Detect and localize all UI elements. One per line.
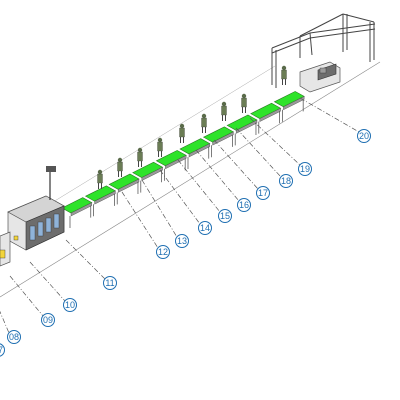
- callout-19: 19: [298, 162, 312, 176]
- conveyor-segment: [226, 114, 258, 146]
- callout-label: 10: [65, 300, 75, 310]
- operator-figure: [221, 101, 227, 121]
- callout-label: 12: [158, 247, 168, 257]
- callout-08: 08: [7, 330, 21, 344]
- callout-label: 19: [300, 164, 310, 174]
- callout-label: 08: [9, 332, 19, 342]
- operator-figure: [179, 123, 185, 143]
- operator-figure: [97, 169, 103, 189]
- leader-line-20: [299, 97, 360, 133]
- callout-label: 20: [359, 131, 369, 141]
- callout-label: 16: [239, 200, 249, 210]
- callout-20: 20: [357, 129, 371, 143]
- leader-line-10: [29, 261, 66, 302]
- callout-label: 11: [105, 278, 114, 288]
- leader-line-18: [235, 127, 282, 178]
- callout-12: 12: [156, 245, 170, 259]
- floor-back-line: [39, 65, 276, 211]
- leader-line-19: [249, 117, 301, 166]
- conveyor-segment: [61, 197, 93, 228]
- leader-line-17: [213, 139, 259, 190]
- leader-line-14: [159, 169, 201, 225]
- callout-bubbles: 20 19 18 17 16 15 14 13 12 11 10 09 08 07: [0, 129, 371, 357]
- leader-lines: [0, 97, 360, 334]
- operator-figure: [201, 113, 207, 133]
- callout-11: 11: [103, 276, 117, 290]
- operator-figure: [281, 65, 287, 85]
- leader-line-16: [195, 149, 240, 202]
- leader-line-09: [9, 275, 44, 317]
- callout-label: 17: [258, 188, 268, 198]
- callout-label: 14: [200, 223, 210, 233]
- leader-line-12: [121, 191, 159, 249]
- conveyor-segment: [202, 126, 235, 158]
- operator-figure: [157, 137, 163, 157]
- callout-07: 07: [0, 343, 5, 357]
- conveyor-segment: [273, 91, 305, 122]
- conveyor-segment: [132, 161, 164, 193]
- callout-10: 10: [63, 298, 77, 312]
- conveyor-sections: [61, 91, 305, 228]
- end-machine: [299, 61, 341, 93]
- conveyor-segment: [179, 138, 211, 169]
- gantry-frame: [271, 13, 376, 88]
- start-machine: [0, 166, 65, 267]
- operator-figure: [117, 157, 123, 177]
- conveyor-segment: [108, 173, 140, 205]
- callout-16: 16: [237, 198, 251, 212]
- operators: [97, 65, 287, 189]
- callout-18: 18: [279, 174, 293, 188]
- leader-line-13: [141, 179, 178, 238]
- callout-label: 13: [177, 236, 187, 246]
- callout-14: 14: [198, 221, 212, 235]
- callout-17: 17: [256, 186, 270, 200]
- conveyor-segment: [84, 185, 117, 217]
- callout-15: 15: [218, 209, 232, 223]
- leader-line-08: [0, 310, 10, 334]
- callout-13: 13: [175, 234, 189, 248]
- floor-edge-line: [0, 61, 381, 298]
- callout-label: 15: [220, 211, 230, 221]
- conveyor-segment: [250, 102, 282, 134]
- operator-figure: [137, 147, 143, 167]
- leader-line-15: [177, 159, 221, 213]
- callout-label: 07: [0, 345, 3, 355]
- callout-label: 18: [281, 176, 291, 186]
- callout-09: 09: [41, 313, 55, 327]
- conveyor-segment: [155, 150, 187, 181]
- operator-figure: [241, 93, 247, 113]
- callout-label: 09: [43, 315, 53, 325]
- leader-line-11: [65, 239, 106, 280]
